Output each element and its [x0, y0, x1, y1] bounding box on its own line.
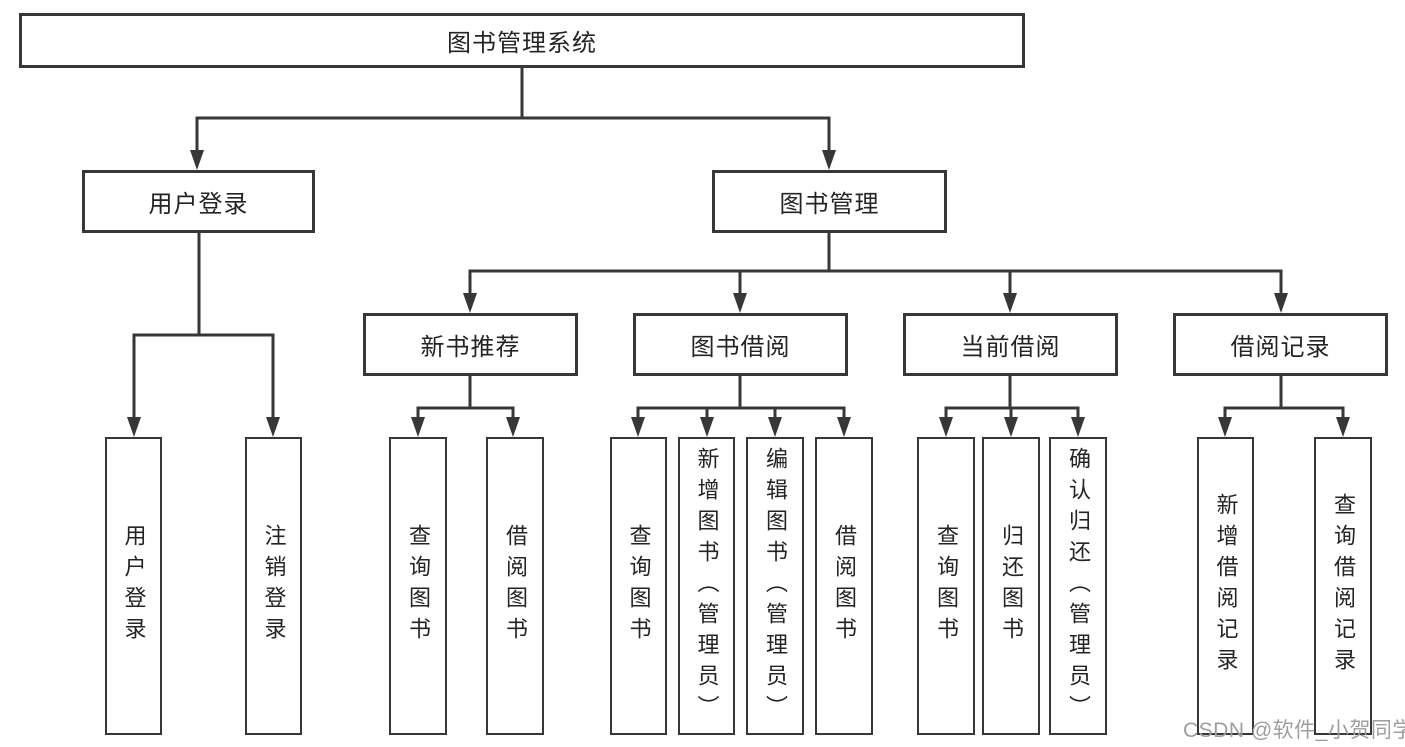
node-user-login: 用户登录	[82, 170, 315, 233]
leaf-confirm-return-admin: 确认归还（管理员）	[1049, 437, 1107, 735]
leaf-query-books-borrowing: 查询图书	[610, 437, 667, 735]
leaf-query-books-current: 查询图书	[917, 437, 975, 735]
leaf-borrow-books-recommend: 借阅图书	[486, 437, 544, 735]
leaf-logout: 注销登录	[245, 437, 302, 735]
leaf-add-books-admin: 新增图书（管理员）	[678, 437, 735, 735]
leaf-query-borrow-record: 查询借阅记录	[1314, 437, 1372, 735]
csdn-watermark: CSDN @软件_小贺同学	[1183, 719, 1405, 742]
node-new-book-recommend: 新书推荐	[363, 313, 578, 376]
leaf-query-books-recommend: 查询图书	[389, 437, 447, 735]
node-current-borrowing: 当前借阅	[903, 313, 1118, 376]
node-book-management: 图书管理	[712, 170, 947, 233]
node-root-system: 图书管理系统	[19, 13, 1025, 68]
leaf-add-borrow-record: 新增借阅记录	[1197, 437, 1254, 735]
leaf-borrow-books: 借阅图书	[815, 437, 873, 735]
leaf-edit-books-admin: 编辑图书（管理员）	[746, 437, 804, 735]
node-book-borrowing: 图书借阅	[633, 313, 848, 376]
leaf-return-books: 归还图书	[982, 437, 1040, 735]
arrowheads	[127, 150, 1350, 437]
node-borrowing-records: 借阅记录	[1173, 313, 1388, 376]
connector-path	[132, 63, 1345, 422]
leaf-user-login: 用户登录	[105, 437, 162, 735]
